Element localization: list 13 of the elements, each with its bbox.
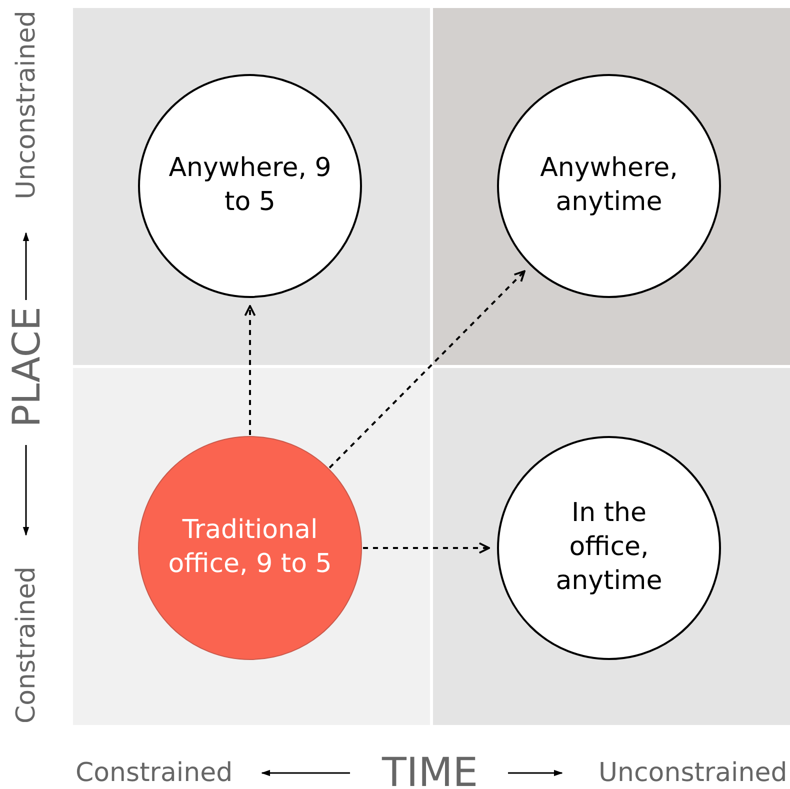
axis-label: Constrained [76, 760, 233, 786]
axis-label: Constrained [13, 566, 40, 724]
dashed-arrow [244, 305, 256, 435]
dashed-arrow [363, 542, 490, 554]
axis-label: Unconstrained [12, 10, 39, 200]
node-label: In the office, anytime [554, 497, 664, 598]
node-label: Anywhere, anytime [539, 152, 679, 219]
axis-label: PLACE [6, 306, 45, 428]
node-label: Anywhere, 9 to 5 [168, 152, 332, 219]
axis-label: TIME [382, 753, 478, 789]
axis-label: Unconstrained [598, 760, 788, 786]
dashed-arrow [328, 270, 526, 468]
node-label: Traditional office, 9 to 5 [167, 514, 333, 581]
